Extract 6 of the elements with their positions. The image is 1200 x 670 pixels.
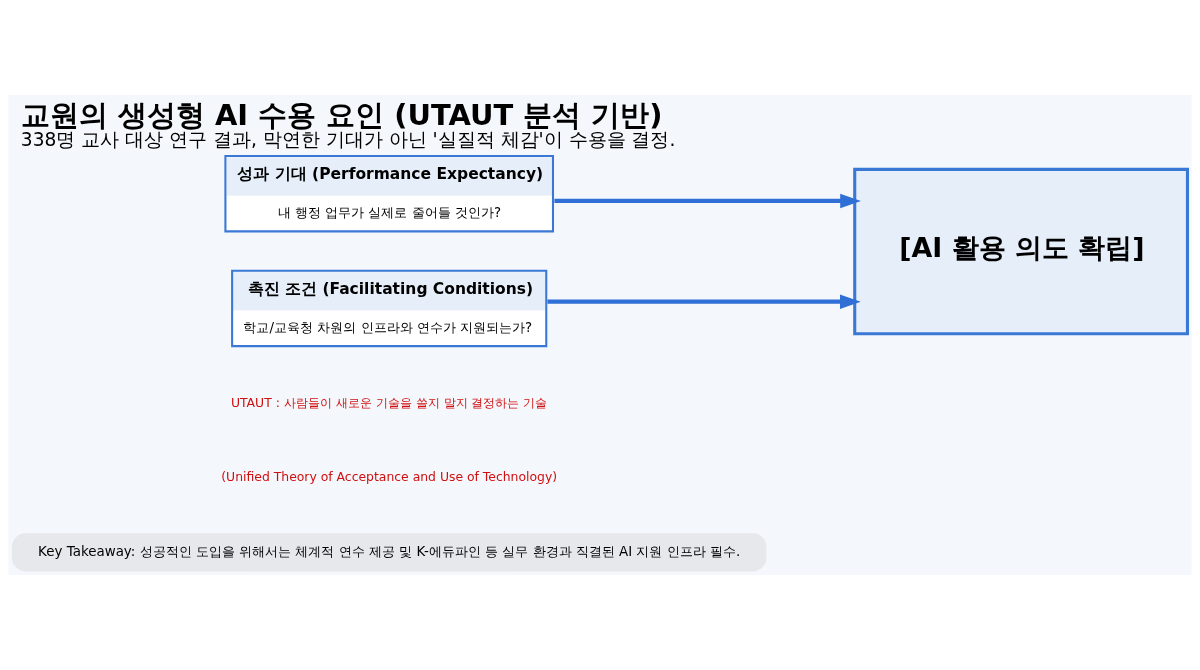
label: (Unified Theory of Acceptance and Use of Technology) [221,469,558,485]
caption: 338명 교사 대상 연구 결과, 막연한 기대가 아닌 '실질적 체감'이 수용을 결정. [20,129,676,151]
node-box: [AI 활용 의도 확립] [853,167,1189,336]
arrow [554,193,861,209]
arrow [547,294,861,309]
label: UTAUT : 사람들이 새로운 기술을 쓸지 말지 결정하는 기술 [230,394,548,410]
